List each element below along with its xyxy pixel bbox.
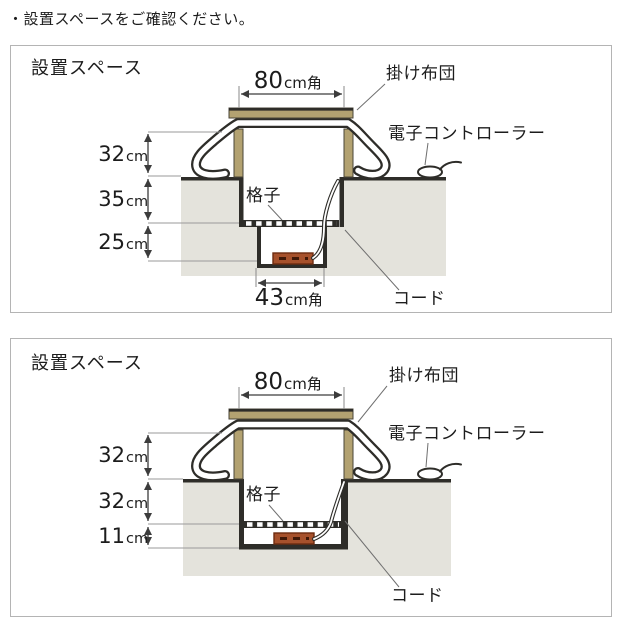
dim-bottom-unit: cm角	[285, 291, 323, 309]
blanket-drape	[191, 118, 391, 180]
kotatsu-cross-section-shallow-pit: 80 cm角 32 cm 32 cm 11 cm 設置スペース 掛け布団 電子コ…	[31, 353, 546, 606]
blanket-drape	[191, 419, 391, 482]
dim-top-unit: cm角	[284, 375, 322, 393]
diagram-box-1: 80 cm角 32 cm 35 cm 25 cm 43 cm角 設置スペース 掛…	[10, 45, 612, 313]
power-cord	[312, 480, 346, 541]
dimension-top: 80 cm角	[238, 369, 345, 409]
diagram-title: 設置スペース	[31, 353, 143, 374]
tabletop	[228, 408, 354, 420]
heater-unit	[273, 532, 315, 545]
dim-top-unit: cm角	[284, 74, 322, 92]
label-cord: コード	[393, 289, 446, 309]
leader-controller	[425, 442, 429, 468]
dim-left-2-value: 32	[98, 489, 125, 513]
diagram-title: 設置スペース	[31, 58, 143, 79]
dim-top-value: 80	[254, 68, 283, 94]
label-controller: 電子コントローラー	[388, 424, 546, 444]
instruction-note: ・設置スペースをご確認ください。	[8, 10, 255, 28]
electronic-controller	[417, 160, 462, 179]
dimension-left: 32 cm 32 cm 11 cm	[98, 432, 239, 549]
leader-blanket	[357, 385, 388, 423]
pit-upper	[239, 177, 344, 227]
dim-left-2-value: 35	[98, 187, 125, 211]
leader-lattice	[268, 504, 284, 522]
label-blanket: 掛け布団	[386, 64, 456, 84]
electronic-controller	[417, 462, 462, 481]
leader-cord	[344, 229, 400, 291]
lattice-grill	[244, 521, 341, 528]
kotatsu-cross-section-deep-pit: 80 cm角 32 cm 35 cm 25 cm 43 cm角 設置スペース 掛…	[31, 58, 546, 311]
dimension-bottom: 43 cm角	[255, 268, 325, 311]
floor-edge-right	[348, 479, 451, 483]
diagram-box-2: 80 cm角 32 cm 32 cm 11 cm 設置スペース 掛け布団 電子コ…	[10, 338, 612, 617]
dimension-top: 80 cm角	[238, 68, 345, 108]
dim-left-3-unit: cm	[126, 237, 148, 253]
heater-unit	[272, 252, 314, 265]
table-legs	[233, 429, 354, 480]
label-controller: 電子コントローラー	[388, 124, 546, 144]
label-blanket: 掛け布団	[389, 366, 459, 386]
leader-cord	[344, 520, 400, 588]
floor-section	[183, 479, 451, 576]
label-lattice: 格子	[246, 186, 281, 206]
lattice-grill	[243, 220, 339, 227]
dim-left-2-unit: cm	[126, 496, 148, 512]
table-legs	[233, 128, 354, 178]
tabletop	[228, 107, 354, 119]
label-cord: コード	[391, 586, 444, 606]
dim-left-3-value: 11	[98, 524, 125, 548]
leader-blanket	[356, 83, 386, 111]
dim-bottom-value: 43	[255, 285, 284, 311]
controller-cord	[439, 462, 462, 473]
dim-left-2-unit: cm	[126, 194, 148, 210]
dim-left-1-value: 32	[98, 142, 125, 166]
dim-left-1-value: 32	[98, 443, 125, 467]
controller-cord	[439, 160, 462, 171]
dim-left-1-unit: cm	[126, 149, 148, 165]
dimension-left: 32 cm 35 cm 25 cm	[98, 131, 257, 262]
power-cord	[311, 179, 340, 260]
dim-left-3-unit: cm	[126, 531, 148, 547]
dim-left-3-value: 25	[98, 230, 125, 254]
floor-edge-right	[344, 177, 446, 181]
dim-top-value: 80	[254, 369, 283, 395]
leader-lattice	[267, 204, 283, 221]
leader-controller	[424, 142, 429, 166]
dim-left-1-unit: cm	[126, 450, 148, 466]
label-lattice: 格子	[246, 485, 281, 505]
